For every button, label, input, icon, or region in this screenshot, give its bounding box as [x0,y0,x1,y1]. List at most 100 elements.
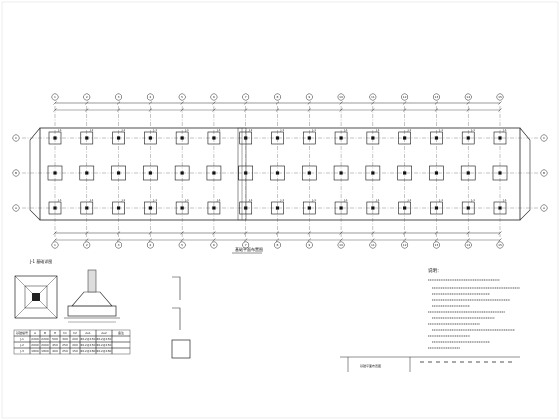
footing: J-1 [366,128,380,145]
axis-bubble: 4 [146,93,154,101]
svg-text:1: 1 [54,243,56,247]
dim-tick [180,231,184,235]
dim-tick [434,231,439,235]
footing-label: J-1 [121,128,126,132]
dim-tick [275,101,280,105]
footing: J-1 [239,128,253,145]
dim-tick [53,101,57,105]
axis-bubble: 10 [337,241,345,249]
design-notes: 说明： [428,267,520,349]
footing [460,165,476,181]
table-value: 150 [72,349,78,353]
table-header: B [44,331,46,335]
footing: J-1 [144,198,157,215]
dim-tick [116,238,121,242]
table-value: Φ12@150 [97,343,112,347]
table-value: Φ12@180 [81,349,96,353]
svg-text:14: 14 [466,243,470,247]
footing-label: J-1 [343,128,348,132]
table-header: As1 [85,331,91,335]
footing [492,165,508,181]
table-cell [111,335,131,343]
footing: J-1 [334,198,348,215]
axis-bubble: 6 [210,93,218,101]
table-header: h1 [63,331,67,335]
dim-tick [53,238,57,242]
dim-tick [339,101,343,105]
svg-text:C: C [543,136,545,140]
table-value: J-1 [19,337,24,341]
footing-label: J-1 [184,128,189,132]
detail-plan-outer [14,275,58,319]
axis-bubble: 15 [496,93,504,101]
axis-bubble: 3 [115,241,123,249]
dim-tick [498,231,502,235]
axis-bubble: 2 [83,241,91,249]
axis-bubble: 11 [369,241,377,249]
svg-text:9: 9 [308,95,310,99]
footing-label: J-1 [311,198,316,202]
svg-text:3: 3 [118,95,120,99]
dim-tick [434,238,439,242]
svg-text:8: 8 [277,95,279,99]
footing-label: J-1 [89,128,94,132]
footing [333,165,349,181]
svg-text:4: 4 [149,243,151,247]
footing-label: J-1 [184,198,189,202]
svg-text:12: 12 [403,243,407,247]
table-value: Φ12@180 [97,349,112,353]
footing: J-1 [493,198,507,215]
dim-tick [498,108,502,112]
dim-tick [148,231,153,235]
dim-tick [434,108,439,112]
table-value: 300 [62,337,68,341]
footing: J-1 [80,198,94,215]
axis-bubble: 1 [51,241,59,249]
dim-tick [275,238,280,242]
axis-bubble: 15 [496,241,504,249]
dim-tick [339,238,343,242]
title-block-label: 基础平面布置图 [360,363,381,368]
dim-tick [402,231,407,235]
dim-tick [371,108,375,112]
footing: J-1 [144,128,157,145]
footing-label: J-1 [375,128,380,132]
svg-text:2: 2 [86,95,88,99]
footing-label: J-1 [407,128,412,132]
dim-tick [371,238,375,242]
table-value: Φ12@150 [81,343,96,347]
footing: J-1 [398,198,412,215]
axis-bubble: 6 [210,241,218,249]
detail-section-slope [71,291,113,307]
footing-label: J-1 [470,198,475,202]
footing-label: J-1 [248,128,253,132]
footing: J-1 [430,198,443,215]
axis-bubble: B [12,169,20,177]
axis-bubble: 12 [401,241,409,249]
table-value: Φ12@150 [97,337,112,341]
detail-plan-inner [24,285,48,309]
legend-symbol-3 [171,339,191,359]
dim-tick [148,108,153,112]
axis-bubble: C [12,134,20,142]
footing-label: J-1 [152,198,157,202]
footing-label: J-1 [343,198,348,202]
table-value: 2200 [31,337,39,341]
axis-bubble: 5 [178,93,186,101]
dim-tick [307,231,311,235]
footing [47,165,63,181]
svg-text:C: C [15,136,17,140]
svg-text:12: 12 [403,95,407,99]
axis-bubble: 8 [274,93,281,101]
dim-tick [212,101,216,105]
table-value: 500 [52,337,58,341]
footing: J-1 [112,198,125,215]
axis-bubble: 3 [115,93,123,101]
dim-tick [275,108,280,112]
table-header: A [34,331,37,335]
footing: J-1 [366,198,380,215]
footing [174,165,190,181]
